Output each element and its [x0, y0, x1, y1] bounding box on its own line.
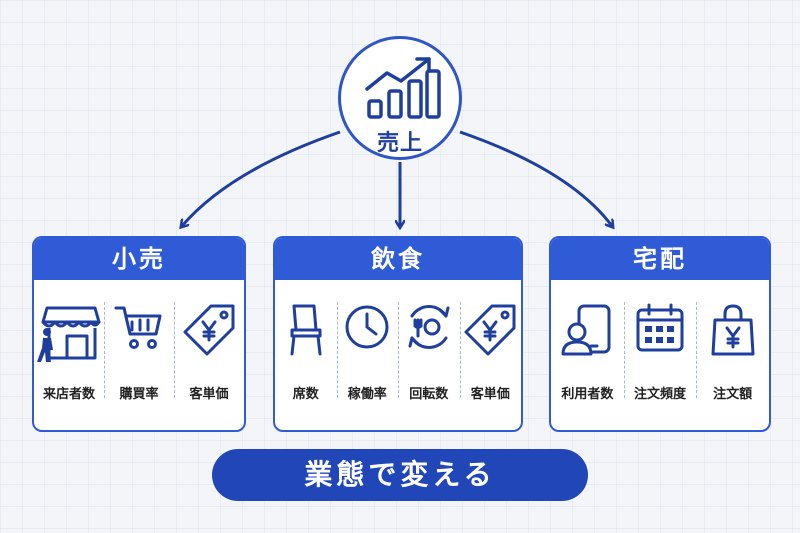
clock-icon [345, 305, 389, 349]
arrow-to-delivery [459, 130, 612, 226]
metric-turnover: 回転数 [398, 294, 460, 416]
metric-avg-spend: 客単価 [174, 294, 244, 416]
metric-order-amount: 注文額 [696, 294, 769, 416]
arrow-to-retail [182, 130, 341, 226]
metric-order-frequency: 注文頻度 [623, 294, 697, 416]
store-visitor-icon [37, 306, 101, 362]
sales-root-node: 売上 [338, 36, 462, 160]
yen-price-tag-icon [464, 304, 516, 356]
shopping-cart-icon [114, 306, 162, 349]
category-card-retail: 小売 来店者数 購買率 [32, 236, 246, 432]
category-title: 小売 [34, 238, 244, 280]
bar-chart-growth-icon [365, 57, 441, 119]
metric-occupancy: 稼働率 [336, 294, 399, 416]
metric-avg-spend: 客単価 [459, 294, 522, 416]
category-card-delivery: 宅配 利用者数 [549, 236, 771, 432]
table-turnover-icon [408, 305, 450, 349]
category-card-food: 飲食 席数 稼働率 [273, 236, 523, 432]
metric-users: 利用者数 [551, 294, 624, 416]
category-title: 宅配 [551, 238, 769, 280]
user-device-icon [561, 304, 611, 356]
metric-visitors: 来店者数 [34, 294, 104, 416]
metric-seats: 席数 [275, 294, 337, 416]
yen-price-tag-icon [183, 304, 235, 356]
strategy-banner: 業態で変える [212, 449, 588, 501]
category-title: 飲食 [275, 238, 521, 280]
calendar-icon [636, 303, 684, 352]
root-label: 売上 [376, 131, 423, 156]
chair-icon [290, 304, 322, 356]
yen-bag-icon [711, 304, 755, 356]
metric-purchase-rate: 購買率 [104, 294, 174, 416]
